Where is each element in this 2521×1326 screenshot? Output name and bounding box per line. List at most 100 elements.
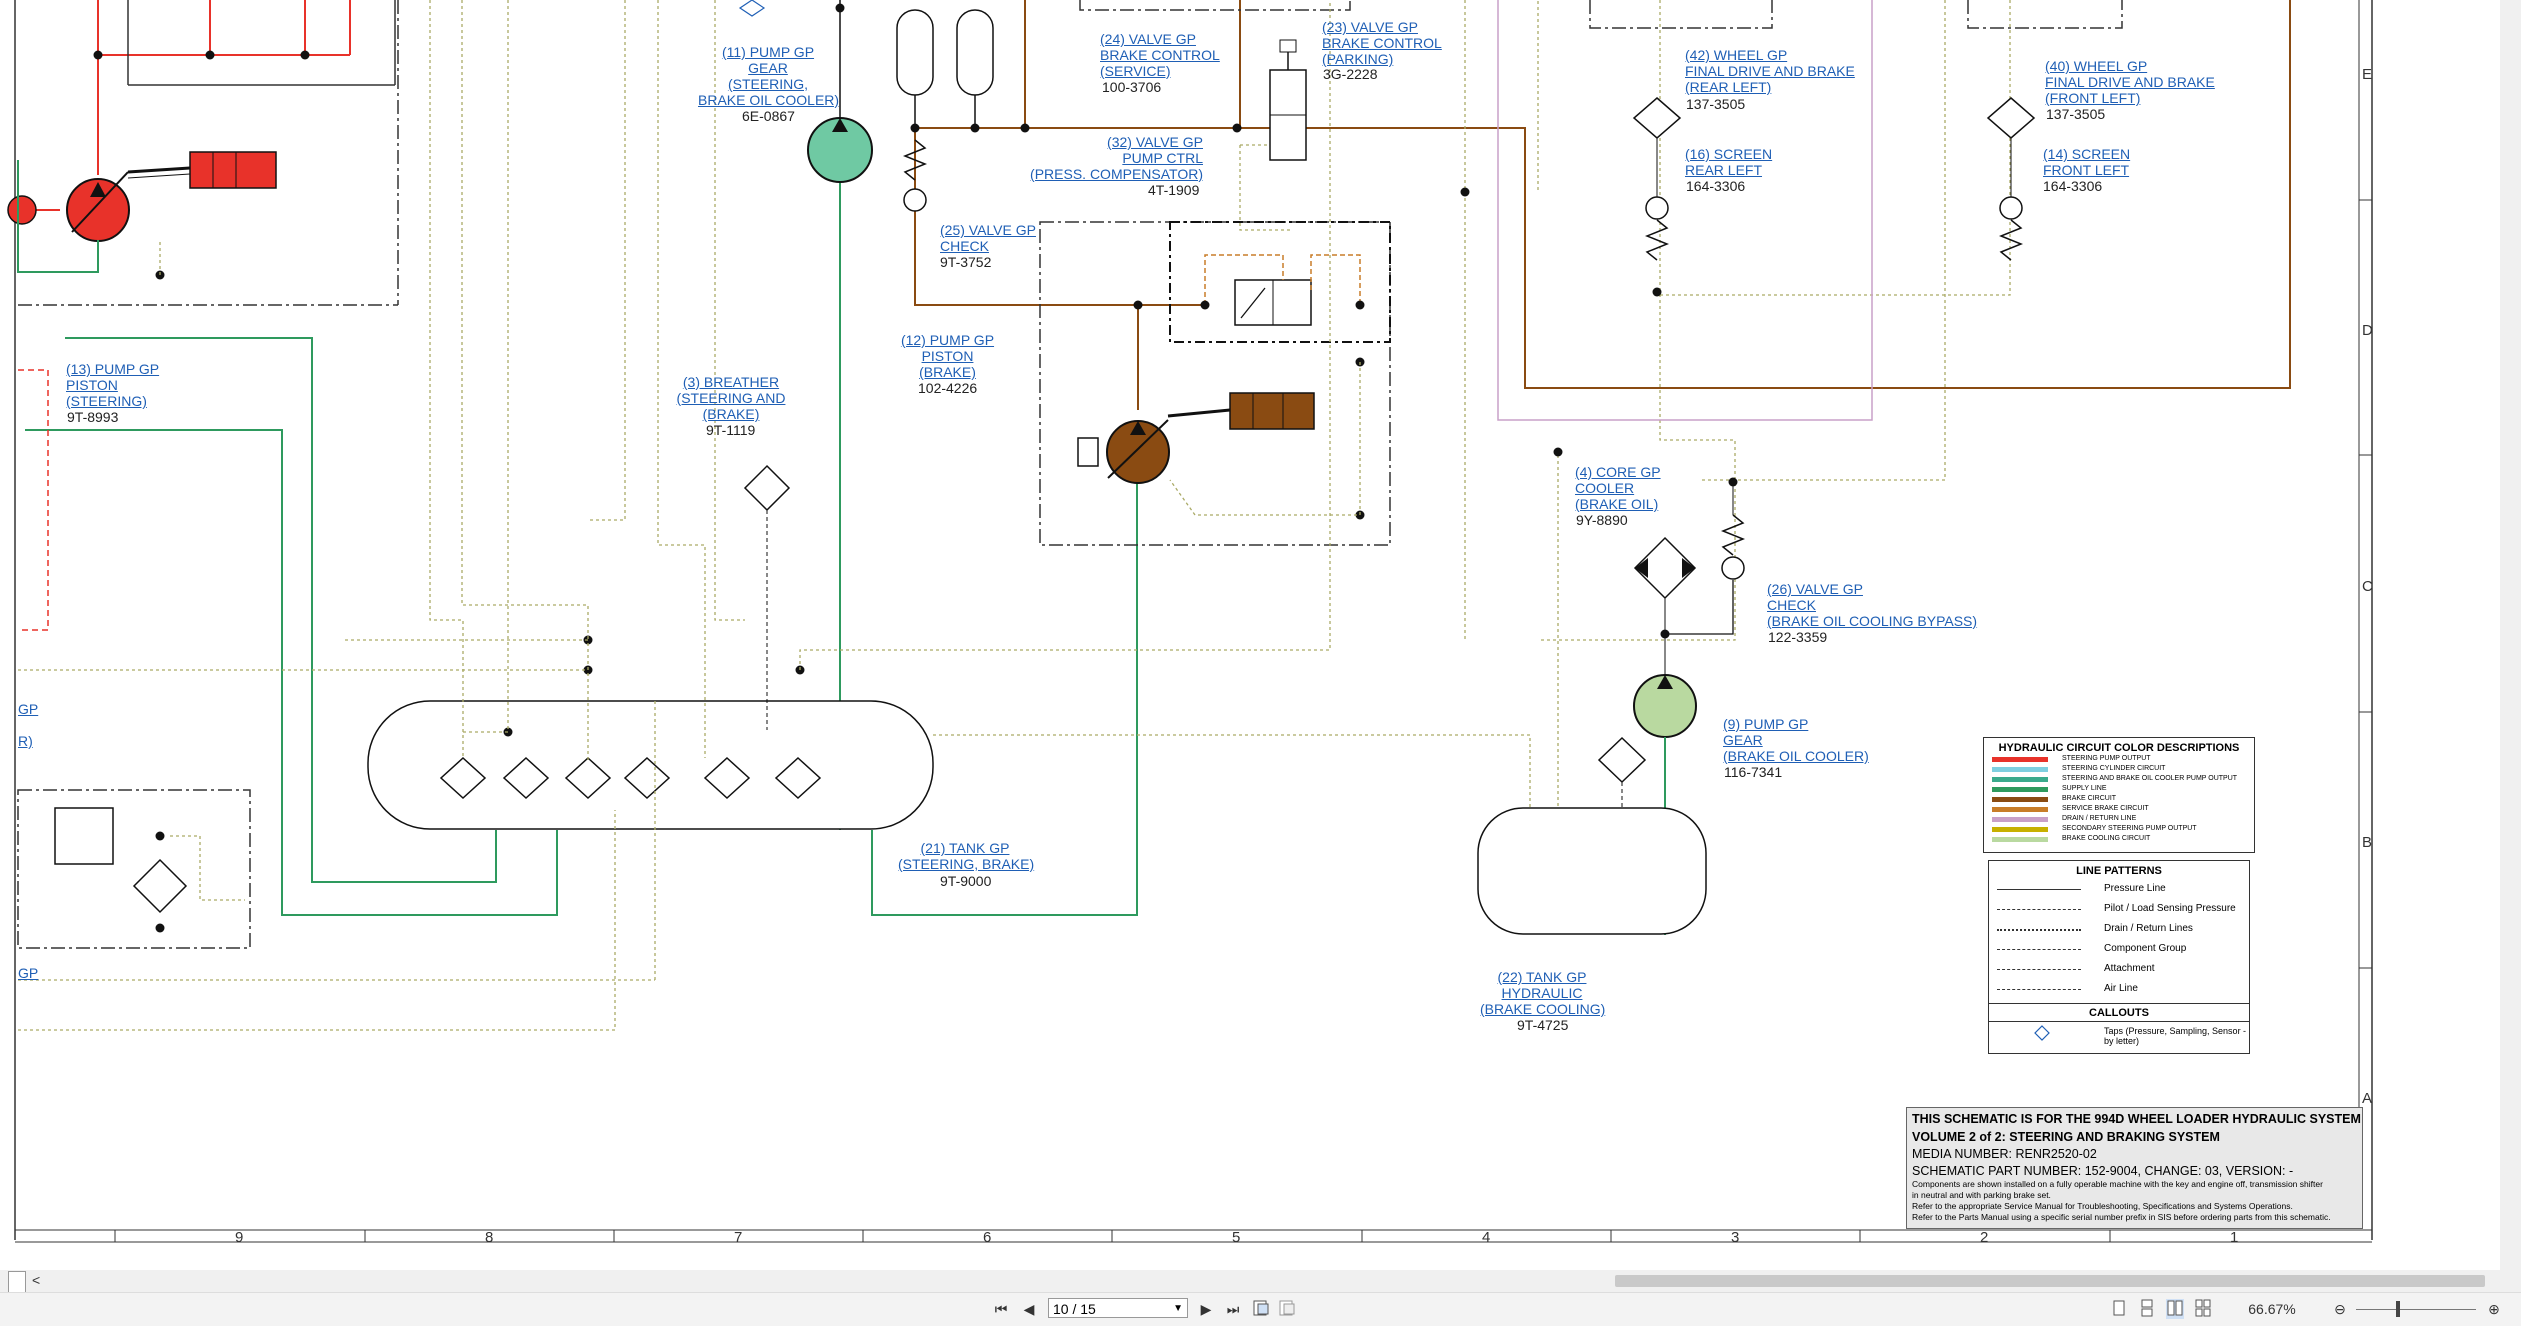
continuous-svg <box>2141 1299 2153 1317</box>
part-number-14: 164-3306 <box>2043 178 2103 194</box>
row-letter-a: A <box>2362 1090 2373 1107</box>
schematic-part-number: SCHEMATIC PART NUMBER: 152-9004, CHANGE:… <box>1912 1164 2294 1178</box>
legend-swatch <box>1992 787 2048 792</box>
page-number-input[interactable]: 10 / 15 ▼ <box>1048 1298 1188 1318</box>
pattern-longdash-line <box>1997 969 2081 970</box>
legend-row: BRAKE COOLING CIRCUIT <box>1984 834 2254 844</box>
pattern-row: Drain / Return Lines <box>1989 919 2249 939</box>
part-number-22: 9T-4725 <box>1517 1017 1569 1033</box>
part-number-4: 9Y-8890 <box>1576 512 1628 528</box>
legend-swatch <box>1992 777 2048 782</box>
col-number-2: 2 <box>1980 1229 1989 1246</box>
part-number-12: 102-4226 <box>918 380 978 396</box>
note-3: Refer to the appropriate Service Manual … <box>1912 1201 2293 1211</box>
pattern-row: Component Group <box>1989 939 2249 959</box>
callout-3[interactable]: (3) BREATHER(STEERING AND(BRAKE) <box>676 374 786 422</box>
title-line-1: THIS SCHEMATIC IS FOR THE 994D WHEEL LOA… <box>1912 1112 2361 1126</box>
color-legend: HYDRAULIC CIRCUIT COLOR DESCRIPTIONS STE… <box>1983 737 2255 853</box>
callouts-title: CALLOUTS <box>1989 1003 2249 1021</box>
zoom-in-icon[interactable]: ⊕ <box>2488 1301 2500 1317</box>
first-page-icon[interactable]: ⏮ <box>994 1301 1008 1317</box>
legend-row: STEERING CYLINDER CIRCUIT <box>1984 764 2254 774</box>
row-letter-e: E <box>2362 66 2373 83</box>
part-number-3: 9T-1119 <box>706 422 756 438</box>
callout-21[interactable]: (21) TANK GP(STEERING, BRAKE) <box>898 840 1035 872</box>
legend-label: DRAIN / RETURN LINE <box>2062 815 2137 822</box>
pattern-solid-line <box>1997 889 2081 890</box>
legend-label: BRAKE COOLING CIRCUIT <box>2062 835 2151 842</box>
legend-row: SUPPLY LINE <box>1984 784 2254 794</box>
pattern-row: Pressure Line <box>1989 879 2249 899</box>
legend-row: BRAKE CIRCUIT <box>1984 794 2254 804</box>
chevron-down-icon[interactable]: ▼ <box>1173 1303 1183 1314</box>
legend-swatch <box>1992 837 2048 842</box>
scroll-left-icon[interactable]: < <box>32 1272 41 1288</box>
col-number-8: 8 <box>485 1229 494 1246</box>
pattern-air-line <box>1997 989 2081 990</box>
legend-row: STEERING PUMP OUTPUT <box>1984 754 2254 764</box>
viewer-toolbar: ⏮ ◀ 10 / 15 ▼ ▶ ⏭ 66.67% ⊖ ⊕ <box>0 1292 2521 1326</box>
last-page-icon[interactable]: ⏭ <box>1226 1301 1240 1317</box>
part-number-26: 122-3359 <box>1768 629 1828 645</box>
edge-callout-1[interactable]: GP <box>18 701 39 717</box>
pattern-row: Attachment <box>1989 959 2249 979</box>
legend-title: HYDRAULIC CIRCUIT COLOR DESCRIPTIONS <box>1998 742 2240 754</box>
single-page-view-icon[interactable] <box>2110 1299 2128 1319</box>
horizontal-scrollbar[interactable]: < <box>0 1270 2521 1293</box>
pattern-row: Taps (Pressure, Sampling, Sensor - by le… <box>1989 1021 2249 1046</box>
legend-swatch <box>1992 757 2048 762</box>
legend-swatch <box>1992 817 2048 822</box>
legend-row: SECONDARY STEERING PUMP OUTPUT <box>1984 824 2254 834</box>
part-number-32: 4T-1909 <box>1148 182 1200 198</box>
legend-label: SUPPLY LINE <box>2062 785 2107 792</box>
col-number-1: 1 <box>2230 1229 2239 1246</box>
pattern-dotted-line <box>1997 929 2081 931</box>
legend-row: STEERING AND BRAKE OIL COOLER PUMP OUTPU… <box>1984 774 2254 784</box>
continuous-view-icon[interactable] <box>2138 1299 2156 1319</box>
note-4: Refer to the Parts Manual using a specif… <box>1912 1212 2331 1222</box>
edge-callout-2[interactable]: R) <box>18 733 33 749</box>
part-number-23: 3G-2228 <box>1323 66 1378 82</box>
zoom-out-icon[interactable]: ⊖ <box>2334 1301 2346 1317</box>
fit-width-icon[interactable] <box>1278 1299 1296 1319</box>
row-letter-d: D <box>2362 322 2373 339</box>
horizontal-scroll-thumb[interactable] <box>1615 1275 2485 1287</box>
legend-row: SERVICE BRAKE CIRCUIT <box>1984 804 2254 814</box>
part-number-40: 137-3505 <box>2046 106 2106 122</box>
col-number-7: 7 <box>734 1229 743 1246</box>
legend-swatch <box>1992 797 2048 802</box>
page-number-value: 10 / 15 <box>1053 1301 1096 1317</box>
zoom-slider-track[interactable] <box>2356 1309 2476 1310</box>
edge-callout-3[interactable]: GP <box>18 965 39 981</box>
fit-page-icon[interactable] <box>1252 1299 1270 1319</box>
legend-swatch <box>1992 827 2048 832</box>
next-page-icon[interactable]: ▶ <box>1200 1301 1212 1317</box>
zoom-slider-thumb[interactable] <box>2396 1301 2400 1317</box>
pattern-dashdot-line <box>1997 949 2081 950</box>
schematic-drawing <box>7 0 2373 1243</box>
patterns-title: LINE PATTERNS <box>2076 865 2162 877</box>
fit-page-svg <box>1253 1300 1269 1316</box>
previous-page-icon[interactable]: ◀ <box>1023 1301 1035 1317</box>
vertical-scrollbar[interactable] <box>2500 0 2521 1270</box>
note-1: Components are shown installed on a full… <box>1912 1179 2323 1189</box>
two-page-continuous-icon[interactable] <box>2194 1299 2212 1319</box>
zoom-level-label[interactable]: 66.67% <box>2248 1301 2296 1317</box>
row-letter-b: B <box>2362 834 2373 851</box>
two-page-view-icon[interactable] <box>2166 1299 2184 1319</box>
